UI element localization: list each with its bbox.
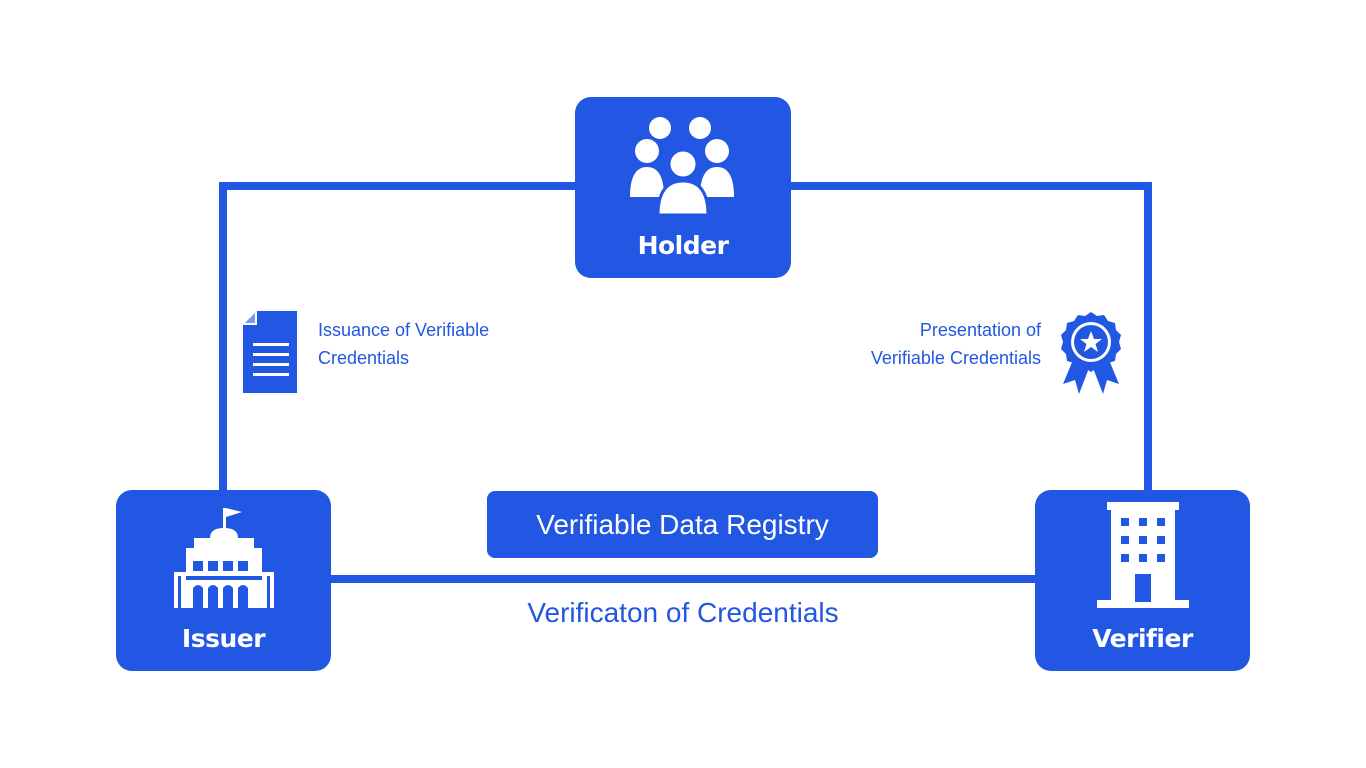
holder-node[interactable]: Holder xyxy=(575,97,791,278)
edge-holder-verifier-vertical xyxy=(1144,182,1152,494)
verification-caption: Verificaton of Credentials xyxy=(527,597,839,628)
issuance-caption-line1: Issuance of Verifiable xyxy=(318,320,490,340)
issuer-node[interactable]: Issuer xyxy=(116,490,331,671)
issuer-label: Issuer xyxy=(181,624,266,653)
office-building-icon xyxy=(1096,502,1189,608)
edge-issuer-holder-horizontal xyxy=(219,182,579,190)
government-building-icon xyxy=(173,508,274,608)
presentation-caption-line1: Presentation of xyxy=(919,320,1041,340)
holder-label: Holder xyxy=(637,231,729,260)
verifiable-data-registry[interactable]: Verifiable Data Registry xyxy=(487,491,878,558)
edge-holder-verifier-horizontal xyxy=(788,182,1152,190)
verifier-label: Verifier xyxy=(1092,624,1193,653)
edge-issuer-holder-vertical xyxy=(219,182,227,494)
group-icon xyxy=(630,117,734,215)
document-icon xyxy=(243,311,297,393)
issuance-caption: Issuance of Verifiable Credentials xyxy=(318,316,489,372)
award-badge-icon xyxy=(1061,312,1121,394)
edge-issuer-verifier xyxy=(328,575,1038,583)
issuance-caption-line2: Credentials xyxy=(318,348,410,368)
presentation-caption-line2: Verifiable Credentials xyxy=(870,348,1041,368)
verifier-node[interactable]: Verifier xyxy=(1035,490,1250,671)
presentation-caption: Presentation of Verifiable Credentials xyxy=(871,316,1041,372)
